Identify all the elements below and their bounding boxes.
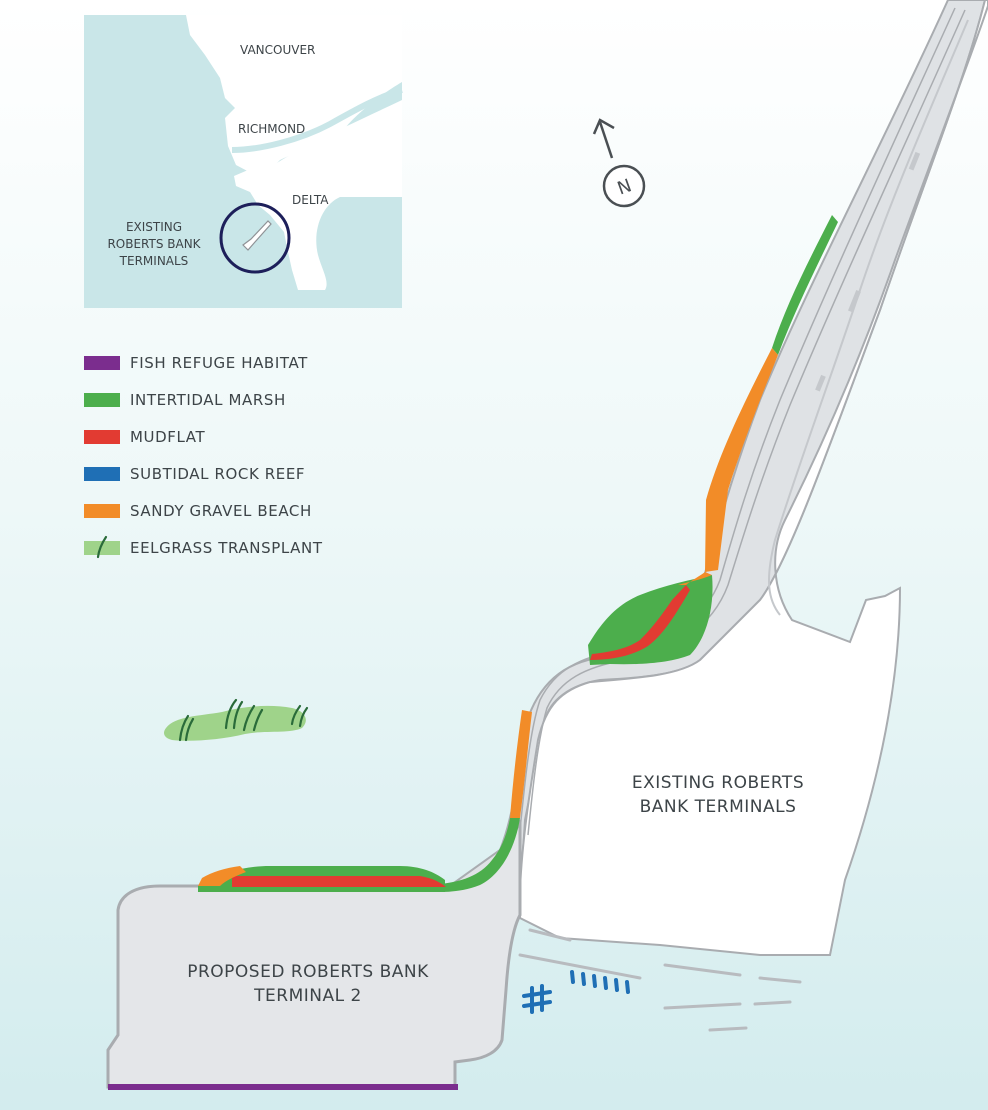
dock-line-1 — [528, 928, 572, 942]
reef-dash-6 — [625, 980, 630, 994]
legend-swatch-rock-reef — [84, 466, 120, 481]
inset-label-vancouver: VANCOUVER — [240, 43, 315, 57]
north-arrow-head — [592, 118, 615, 135]
causeway-rail-line-2 — [527, 9, 966, 836]
legend-item-mudflat: MUDFLAT — [84, 418, 384, 455]
north-arrow: N — [592, 118, 646, 208]
legend-label: FISH REFUGE HABITAT — [130, 353, 308, 372]
eelgrass-blade — [184, 717, 195, 742]
inset-label-existing-3: TERMINALS — [119, 254, 189, 268]
marsh-strip-corner — [440, 818, 520, 892]
legend-item-eelgrass: EELGRASS TRANSPLANT — [84, 529, 384, 566]
reef-dash-1 — [570, 970, 575, 984]
shoreline-marks — [518, 928, 802, 1032]
legend-swatch-fish-refuge — [84, 355, 120, 370]
terminal-road-mark-1 — [908, 151, 921, 171]
reef-dash-5 — [614, 978, 619, 992]
dock-line-6 — [753, 1000, 792, 1006]
legend-swatch-mudflat — [84, 429, 120, 444]
dock-line-3 — [663, 963, 742, 977]
inset-terminal-shape — [242, 220, 272, 251]
eelgrass-blade — [232, 700, 244, 730]
causeway-inner-road — [768, 19, 969, 616]
legend-item-rock-reef: SUBTIDAL ROCK REEF — [84, 455, 384, 492]
beach-strip-middle — [705, 348, 778, 572]
map-legend: FISH REFUGE HABITAT INTERTIDAL MARSH MUD… — [84, 344, 384, 566]
eelgrass-blades — [178, 698, 309, 742]
habitat-features — [108, 215, 838, 1090]
legend-label: SANDY GRAVEL BEACH — [130, 501, 312, 520]
inset-location-circle — [219, 202, 291, 274]
reef-dash-3 — [592, 974, 597, 988]
legend-label: INTERTIDAL MARSH — [130, 390, 286, 409]
north-arrow-shaft — [598, 121, 614, 159]
eelgrass-blade — [178, 714, 190, 742]
marsh-strip-upper — [772, 215, 838, 355]
inset-label-delta: DELTA — [292, 193, 329, 207]
causeway-rail-line-1 — [519, 7, 956, 831]
dock-line-7 — [708, 1026, 748, 1032]
reef-dash-2 — [581, 972, 586, 986]
inset-map: VANCOUVER RICHMOND DELTA EXISTING ROBERT… — [84, 15, 403, 308]
eelgrass-blade — [252, 708, 264, 732]
inset-label-existing-2: ROBERTS BANK — [107, 237, 201, 251]
legend-item-sandy-gravel-beach: SANDY GRAVEL BEACH — [84, 492, 384, 529]
inset-label-existing-1: EXISTING — [126, 220, 182, 234]
dock-line-4 — [758, 976, 802, 984]
legend-swatch-intertidal-marsh — [84, 392, 120, 407]
eelgrass-blade — [298, 706, 309, 728]
existing-terminal-label-line2: BANK TERMINALS — [640, 797, 797, 817]
dock-line-2 — [518, 953, 642, 980]
proposed-terminal-label-line2: TERMINAL 2 — [253, 986, 362, 1006]
legend-item-fish-refuge: FISH REFUGE HABITAT — [84, 344, 384, 381]
legend-label: EELGRASS TRANSPLANT — [130, 538, 323, 557]
fish-refuge-strip — [108, 1084, 458, 1090]
proposed-terminal-label-line1: PROPOSED ROBERTS BANK — [187, 962, 429, 982]
legend-swatch-sandy-gravel-beach — [84, 503, 120, 518]
eelgrass-blade — [242, 704, 256, 732]
eelgrass-blade — [224, 698, 238, 730]
dock-line-5 — [663, 1002, 742, 1010]
terminal-road-mark-3 — [815, 374, 826, 392]
rock-reef-marks — [570, 970, 630, 994]
terminal-road-mark-2 — [848, 290, 861, 313]
inset-land-delta — [234, 100, 402, 290]
inset-land-mainland — [186, 15, 402, 175]
legend-label: MUDFLAT — [130, 427, 206, 446]
reef-symbol-bar-1 — [522, 990, 552, 998]
legend-label: SUBTIDAL ROCK REEF — [130, 464, 306, 483]
rock-reef-symbol — [522, 984, 552, 1014]
eelgrass-patch — [164, 698, 309, 742]
eelgrass-blade-icon — [96, 535, 108, 558]
reef-dash-4 — [603, 976, 608, 990]
mudflat-lobe-bend — [590, 585, 690, 660]
beach-lobe-bend — [678, 572, 712, 585]
legend-item-intertidal-marsh: INTERTIDAL MARSH — [84, 381, 384, 418]
legend-swatch-eelgrass — [84, 535, 120, 558]
existing-terminal-label-line1: EXISTING ROBERTS — [632, 773, 804, 793]
north-arrow-circle — [602, 164, 646, 208]
beach-strip-lower — [510, 710, 532, 818]
beach-strip-terminal2 — [198, 866, 246, 886]
reef-symbol-bar-2 — [522, 1000, 552, 1008]
main-map-labels: EXISTING ROBERTS BANK TERMINALS PROPOSED… — [187, 773, 804, 1006]
eelgrass-blade — [290, 704, 302, 726]
mudflat-strip-terminal2 — [232, 876, 446, 887]
inset-fraser-river — [231, 87, 403, 153]
inset-label-richmond: RICHMOND — [238, 122, 305, 136]
